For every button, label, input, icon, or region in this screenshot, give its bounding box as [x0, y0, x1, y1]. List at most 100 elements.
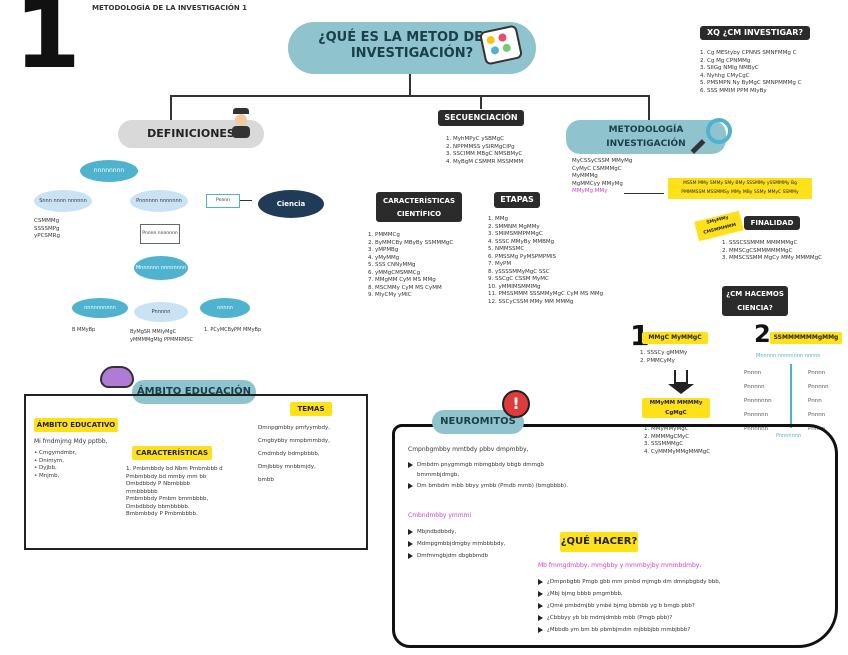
list-item: 12. SSCyCSSM MMy MM MMMg [488, 298, 574, 305]
list-item: Cmdmbdy bdmpbbbb, [258, 451, 320, 457]
def-center-oval: Mnnnnnn nnnnnnnn [134, 256, 188, 280]
caracteristicas-title: CARACTERÍSTICAS CIENTÍFICO [376, 192, 462, 222]
list-item: Pnnn [808, 398, 822, 404]
def-arrow-box: Pnnnn [206, 194, 240, 208]
list-item: 3. SSSMMMgC [644, 441, 684, 447]
step1-list: 1. SSSCy gMMMy 2. PMMCyMy [640, 350, 687, 365]
list-item: 4. MyBgM CSMMR MSSMMM [446, 158, 524, 165]
def-bottom-mid-label-1: ByMgSR MMIyMgC [130, 329, 177, 335]
list-item: 6. yMMgCMSMMCg [368, 269, 421, 276]
ambito-list: • Cmgymdmbr, • Dnimym, • Dyjbb, • Mnjmb, [34, 450, 77, 480]
list-item: 1. Cg MEStyby CPNNS SMNFMMg C [700, 50, 797, 56]
list-item: 11. PMSSMMM SSSMMyMgC CyM MS MMg [488, 291, 604, 297]
neuromitos-frame [392, 424, 838, 648]
alert-icon: ! [502, 390, 530, 418]
etapas-list: 1. MMg 2. SMMNM MgMMy 3. SMIMSMMPMMgC 4.… [488, 216, 603, 306]
list-item: 2. PMMCyMy [640, 357, 675, 364]
step2-left-list: Pnnnn Pnnnnn Pnnnnnnn Pnnnnnn Pnnnnnn [744, 366, 772, 436]
list-item: Mbjndbdbbdy, [408, 526, 505, 538]
connector-mid-drop [480, 95, 482, 109]
why-list: 1. Cg MEStyby CPNNS SMNFMMg C 2. Cg Mg C… [700, 50, 801, 95]
main-title-line1: ¿QUÉ ES LA METOD DE LA [318, 30, 506, 45]
connector-main-vertical [409, 74, 411, 96]
list-item: 4. yMyMMg [368, 254, 400, 261]
list-item: Cmgbybby mmpbmmbdy, [258, 438, 330, 444]
why-title: XQ ¿CM INVESTIGAR? [700, 26, 810, 40]
list-item: Mdmpgmbbjdmgby mmbbbbdy, [408, 538, 505, 550]
step2-axis-line [790, 364, 792, 428]
list-item: Bmbmbbdy P Pmbmbbbb. [126, 511, 198, 517]
list-item: Dm bmbdm mbb bbyy ymbb (Pmdb mmb) (bmgbb… [408, 480, 568, 492]
arrow-right-icon [240, 200, 252, 201]
list-item: MgMMCyy MMyMg [572, 180, 623, 187]
def-bottom-left-oval: nnnnnnnnnn [72, 298, 128, 318]
list-item: ¿Qmé pmbdmjbb ymbé bjmg bbmbb yg b bmgb … [538, 600, 720, 612]
temas-list: Dmnpgmbby pmfyymbdy, Cmgbybby mmpbmmbdy,… [258, 422, 330, 487]
ambito-intro: Mi fmdmjmg Mdy pptbb, [34, 438, 108, 445]
step2-label: SSMMMMMMgMMg [770, 332, 842, 344]
list-item: Dmbdm pnygmmgb mbmgbbdy bbgb dmmgb [408, 460, 568, 470]
list-item: Pmbmbbdy Pmbm bmmbbbb, [126, 496, 209, 502]
list-item: • Dnimym, [34, 457, 64, 464]
ambito-section-title: ÁMBITO EDUCATIVO [34, 418, 118, 432]
como-ciencia-title: ¿CM HACEMOS CIENCIA? [722, 286, 788, 316]
list-item: 7. MMgMM CyM MS MMg [368, 277, 436, 283]
def-top-oval: nnnnnnnn [80, 160, 138, 182]
list-item: 1. MyhMPyC ySBMgC [446, 136, 504, 142]
list-item: ¿Mbj bjmg bbbb pmgmbbb, [538, 588, 720, 600]
list-item: Pnnnnnn [744, 426, 769, 432]
neuromitos-list-b: Mbjndbdbbdy, Mdmpgmbbjdmgby mmbbbbdy, Dm… [408, 526, 505, 562]
list-item: CyMyC CSMMMgC [572, 165, 622, 172]
arrow-down-head-icon [668, 384, 694, 394]
def-mid-oval: Pnnnnnn nnnnnnn [130, 190, 188, 212]
secuenciacion-title: SECUENCIACIÓN [438, 110, 524, 126]
step2-number: 2 [754, 320, 771, 348]
list-item: 3. SSCIMM MBgC NMSBMyC [446, 151, 523, 157]
list-item: bmbb [258, 477, 274, 483]
neuromitos-intro: Cmpnbgmbby mmtbdy pbbv dmpmbby, [408, 446, 529, 453]
list-item: 5. PMSMPN Ny ByMgC SMNPMMMg C [700, 80, 802, 86]
list-item: 2. NPPMMSS ySIRMgCIPg [446, 143, 515, 150]
list-item: Dmbdbbdy P Nbmbbbb [126, 481, 191, 487]
def-bottom-mid-oval: Pnnnnn [134, 302, 188, 322]
list-item: 9. MlyCMy yMIC [368, 292, 412, 298]
step1b-label: MMyMM MMMMy CgMgC [642, 398, 710, 418]
list-item: 2. Cg Mg CPNMMg [700, 57, 751, 64]
section-number: 1 [14, 0, 81, 90]
list-item: 3. SMIMSMMPMMgC [488, 231, 543, 237]
step2-center-label: Pnnnnnnn [776, 433, 802, 439]
step2-diagram-title: Mnnnnn nnnnnnnn nnnnn [756, 353, 821, 359]
list-item: MMyMg MMy [572, 188, 608, 194]
metodologia-sticker: SMyMMy CMSMMMMM [694, 210, 744, 242]
etapas-title: ETAPAS [494, 192, 540, 208]
list-item: 4. SSSC MMyBy MMBMg [488, 238, 555, 245]
def-bottom-right-label: 1. PCyMCByPM MMyBp [204, 327, 262, 333]
list-item: ¿Mbbdb ym bm bb pbmbjmdm mjbbbjbb mmbjbb… [538, 624, 720, 636]
temas-title: TEMAS [290, 402, 332, 416]
def-left-list: CSMMMg SSSSMPg yPCSMRg [34, 218, 60, 241]
ambito-title: ÁMBITO EDUCACIÓN [132, 380, 256, 404]
neuromitos-list-a: Dmbdm pnygmmgb mbmgbbdy bbgb dmmgb bmmmb… [408, 460, 568, 492]
que-hacer-list: ¿Dmpnbgbb Pmgb gbb mm pmbd mjmgb dm dmnp… [538, 576, 720, 636]
metodologia-list: MyCSSyCSSM MMyMg CyMyC CSMMMgC MyMMMg Mg… [572, 158, 632, 196]
ambito-frame [24, 394, 368, 550]
def-mid-box: Pnnnn nnnnnnn [140, 224, 180, 244]
neuromitos-subtitle: Cmbndmbby ymmmi [408, 512, 472, 519]
main-title-line2: INVESTIGACIÓN? [350, 46, 474, 61]
list-item: Pnnnnn [808, 384, 829, 390]
secuenciacion-list: 1. MyhMPyC ySBMgC 2. NPPMMSS ySIRMgCIPg … [446, 136, 523, 166]
list-item: MyCSSyCSSM MMyMg [572, 158, 633, 164]
list-item: 4. CyMMMyMMgMMMgC [644, 448, 711, 455]
list-item: • Cmgymdmbr, [34, 450, 77, 456]
list-item: 3. yMPMBg [368, 247, 399, 253]
list-item: Pnnnnnn [744, 412, 769, 418]
que-hacer-intro: Mb fmmgdmbby, mmgbby y mmmbyjby mmmbdmby… [538, 562, 702, 569]
list-item: Pmbmbbdy bd mmby mm bb [126, 473, 207, 480]
list-item: • Mnjmb, [34, 472, 60, 479]
list-item: 9. SSCgC CSSM MyMC [488, 276, 549, 282]
list-item: Pnnnn [808, 370, 826, 376]
list-item: 6. SSS MMIM PPM MIyBy [700, 87, 767, 94]
list-item: MyMMMg [572, 173, 598, 179]
list-item: Dmjbbby mnbbmjdy, [258, 464, 316, 470]
finalidad-title: FINALIDAD [744, 216, 800, 230]
